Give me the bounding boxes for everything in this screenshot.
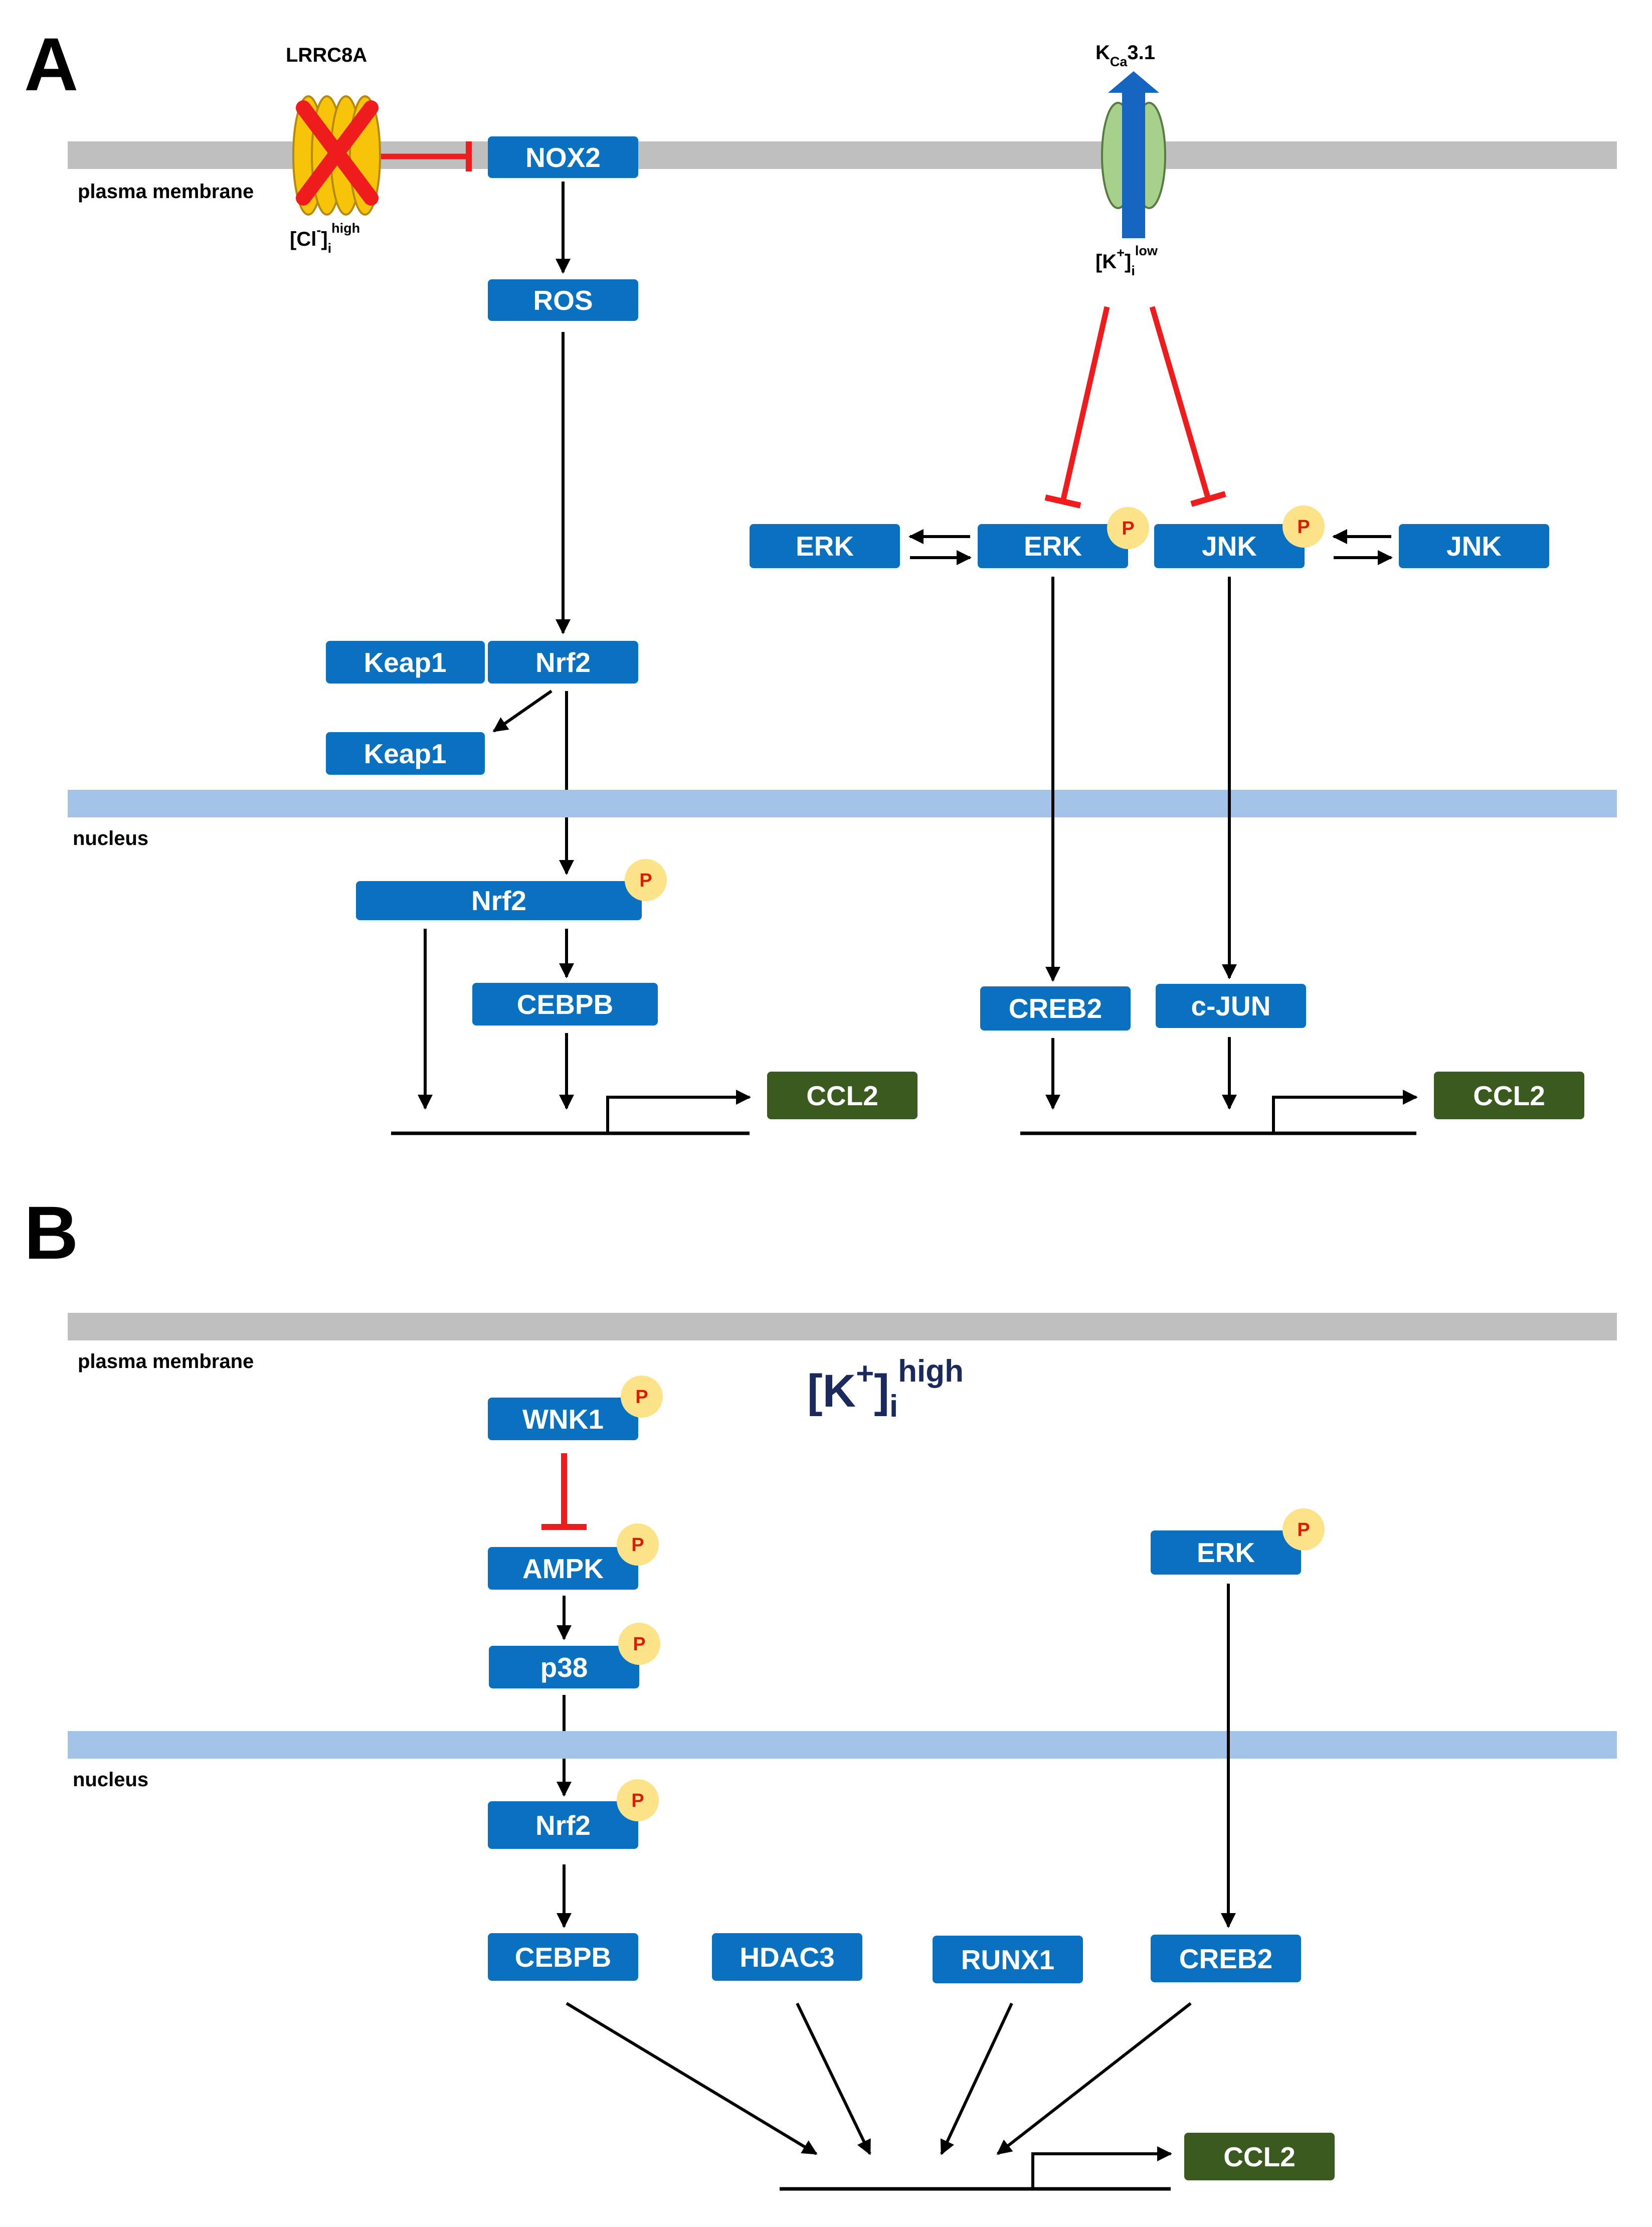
svg-text:JNK: JNK <box>1202 531 1257 562</box>
arrow-nrf2-release-keap1 <box>492 690 553 733</box>
svg-text:Nrf2: Nrf2 <box>535 1810 591 1841</box>
erk-phospho-box-a: ERK <box>978 524 1128 568</box>
arrow-runx1-promoter <box>940 2002 1013 2155</box>
svg-text:CREB2: CREB2 <box>1179 1943 1272 1974</box>
hdac3-box: HDAC3 <box>712 1933 862 1981</box>
svg-text:ROS: ROS <box>533 285 593 316</box>
low-k-inhibits-jnk <box>1149 306 1226 507</box>
cjun-box: c-JUN <box>1156 984 1306 1028</box>
svg-text:ERK: ERK <box>1197 1537 1255 1568</box>
runx1-box: RUNX1 <box>933 1936 1083 1983</box>
plasma-membrane-label-a: plasma membrane <box>78 181 254 203</box>
arrow-hdac3-promoter <box>796 2002 871 2155</box>
ccl2-gene-right: CCL2 <box>1434 1072 1584 1119</box>
potassium-high-label: [K+]ihigh <box>807 1354 964 1424</box>
nucleus-label-b: nucleus <box>73 1769 148 1791</box>
nuclear-membrane-a <box>68 790 1617 817</box>
svg-text:ERK: ERK <box>796 531 854 562</box>
ccl2-promoter-right <box>1020 1090 1418 1135</box>
ccl2-promoter-left <box>391 1090 751 1135</box>
svg-text:CCL2: CCL2 <box>1473 1080 1545 1111</box>
svg-text:JNK: JNK <box>1446 531 1502 562</box>
ccl2-gene-b: CCL2 <box>1184 2133 1335 2180</box>
svg-text:P: P <box>639 870 652 891</box>
nucleus-label-a: nucleus <box>73 827 148 849</box>
nuclear-membrane-b <box>68 1731 1617 1759</box>
plasma-membrane-b <box>68 1313 1617 1340</box>
svg-text:NOX2: NOX2 <box>525 142 601 173</box>
cebpb-box-b: CEBPB <box>488 1933 638 1981</box>
svg-text:HDAC3: HDAC3 <box>740 1942 834 1973</box>
svg-text:Nrf2: Nrf2 <box>471 885 526 916</box>
nrf2-cytoplasm-box: Nrf2 <box>488 641 638 683</box>
nrf2-box-b: Nrf2 <box>488 1801 638 1849</box>
svg-text:c-JUN: c-JUN <box>1191 990 1271 1021</box>
svg-text:P: P <box>631 1534 644 1556</box>
svg-text:CREB2: CREB2 <box>1009 993 1102 1024</box>
creb2-box-a: CREB2 <box>980 986 1131 1031</box>
panel-a-letter: A <box>24 22 78 106</box>
ccl2-gene-left: CCL2 <box>767 1072 917 1119</box>
svg-text:ERK: ERK <box>1024 531 1082 562</box>
phospho-badge: P <box>625 859 667 901</box>
phospho-badge: P <box>1282 1508 1325 1551</box>
svg-text:Keap1: Keap1 <box>363 738 446 769</box>
svg-text:WNK1: WNK1 <box>522 1404 604 1435</box>
svg-text:P: P <box>1122 518 1134 539</box>
svg-text:P: P <box>1297 517 1310 538</box>
svg-text:Nrf2: Nrf2 <box>535 647 591 678</box>
wnk1-box: WNK1 <box>488 1398 638 1440</box>
phospho-badge: P <box>1107 507 1149 549</box>
p38-box: p38 <box>489 1646 639 1688</box>
phospho-badge: P <box>617 1523 659 1566</box>
phospho-badge: P <box>618 1623 660 1665</box>
ros-box: ROS <box>488 279 638 321</box>
svg-text:CEBPB: CEBPB <box>517 989 614 1020</box>
cebpb-box-a: CEBPB <box>472 983 658 1025</box>
nox2-box: NOX2 <box>488 136 638 178</box>
lrrc8a-label: LRRC8A <box>286 44 367 66</box>
creb2-box-b: CREB2 <box>1151 1935 1301 1982</box>
svg-text:Keap1: Keap1 <box>363 647 446 678</box>
erk-phospho-box-b: ERK <box>1151 1530 1301 1575</box>
ccl2-promoter-b <box>780 2146 1172 2191</box>
potassium-low-label: [K+]ilow <box>1095 243 1158 278</box>
nrf2-nuclear-box: Nrf2 <box>356 881 642 920</box>
potassium-channel-efflux-icon <box>1101 71 1166 238</box>
svg-text:P: P <box>1297 1519 1310 1540</box>
low-k-inhibits-erk <box>1044 306 1110 508</box>
wnk1-inhibits-ampk <box>541 1453 587 1530</box>
lrrc8a-inhibits-nox2 <box>381 141 472 172</box>
phospho-badge: P <box>621 1376 663 1418</box>
phospho-badge: P <box>1282 505 1325 548</box>
ampk-box: AMPK <box>488 1547 638 1590</box>
svg-text:CCL2: CCL2 <box>1223 2141 1296 2172</box>
plasma-membrane-label-b: plasma membrane <box>78 1350 254 1373</box>
svg-text:AMPK: AMPK <box>522 1553 604 1584</box>
jnk-phospho-box-a: JNK <box>1154 524 1305 568</box>
arrow-cebpb-promoter-b <box>566 2002 818 2155</box>
keap1-free-box: Keap1 <box>326 732 485 775</box>
svg-text:CEBPB: CEBPB <box>515 1942 612 1973</box>
arrow-creb2-promoter-b <box>996 2002 1192 2155</box>
blocked-chloride-channel-icon <box>292 95 381 216</box>
kca31-label: KCa3.1 <box>1095 42 1155 69</box>
erk-box-a: ERK <box>750 524 900 568</box>
panel-b-letter: B <box>24 1190 78 1275</box>
jnk-box-a: JNK <box>1399 524 1549 568</box>
chloride-concentration-label: [Cl-]ihigh <box>290 221 360 256</box>
svg-text:P: P <box>633 1634 645 1655</box>
svg-text:RUNX1: RUNX1 <box>961 1944 1054 1975</box>
phospho-badge: P <box>617 1779 659 1821</box>
keap1-bound-box: Keap1 <box>326 641 485 683</box>
svg-text:P: P <box>635 1387 648 1408</box>
svg-text:CCL2: CCL2 <box>806 1080 878 1111</box>
svg-text:P: P <box>631 1790 644 1811</box>
svg-text:p38: p38 <box>540 1652 588 1683</box>
